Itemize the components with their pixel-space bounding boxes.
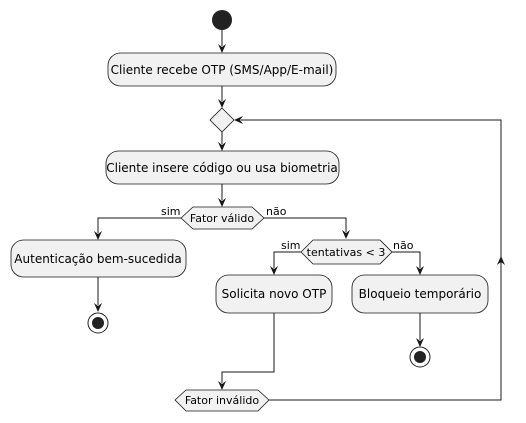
- edge-enter-to-valid: [218, 184, 226, 207]
- merge-diamond: [209, 107, 235, 133]
- node-auth-success-label: Autenticação bem-sucedida: [14, 252, 181, 266]
- edge-valid-no: não: [264, 205, 350, 239]
- node-receive-otp: Cliente recebe OTP (SMS/App/E-mail): [107, 52, 337, 87]
- edge-loop-back: [234, 116, 505, 401]
- node-invalid-factor-label: Fator inválido: [185, 394, 259, 407]
- edge-auth-to-end: [94, 277, 102, 312]
- decision-valid-factor-label: Fator válido: [190, 212, 254, 225]
- edge-request-to-invalid: [218, 313, 275, 390]
- edge-attempts-yes-label: sim: [281, 239, 301, 252]
- edge-receive-to-merge: [218, 86, 226, 108]
- edge-merge-to-enter: [218, 132, 226, 151]
- node-enter-code: Cliente insere código ou usa biometria: [105, 150, 340, 185]
- node-auth-success: Autenticação bem-sucedida: [10, 239, 187, 278]
- edge-valid-yes-label: sim: [161, 205, 181, 218]
- edge-attempts-yes: sim: [270, 239, 301, 275]
- edge-attempts-no-label: não: [393, 239, 414, 252]
- end-node-blocked: [409, 346, 431, 368]
- decision-attempts: tentativas < 3: [300, 239, 393, 265]
- decision-attempts-label: tentativas < 3: [307, 246, 386, 259]
- start-node: [212, 10, 232, 30]
- node-temp-block: Bloqueio temporário: [351, 274, 489, 314]
- node-temp-block-label: Bloqueio temporário: [359, 287, 482, 301]
- edge-start-to-receive: [218, 30, 226, 53]
- node-enter-code-label: Cliente insere código ou usa biometria: [106, 161, 338, 175]
- node-request-new-otp: Solicita novo OTP: [215, 274, 333, 314]
- node-receive-otp-label: Cliente recebe OTP (SMS/App/E-mail): [111, 63, 334, 77]
- end-node-success: [87, 312, 109, 334]
- decision-valid-factor: Fator válido: [180, 206, 265, 230]
- edge-attempts-no: não: [392, 239, 424, 275]
- edge-valid-no-label: não: [266, 205, 287, 218]
- node-request-new-otp-label: Solicita novo OTP: [222, 287, 327, 301]
- node-invalid-factor: Fator inválido: [174, 389, 270, 412]
- edge-block-to-end: [416, 313, 424, 347]
- edge-valid-yes: sim: [94, 205, 181, 240]
